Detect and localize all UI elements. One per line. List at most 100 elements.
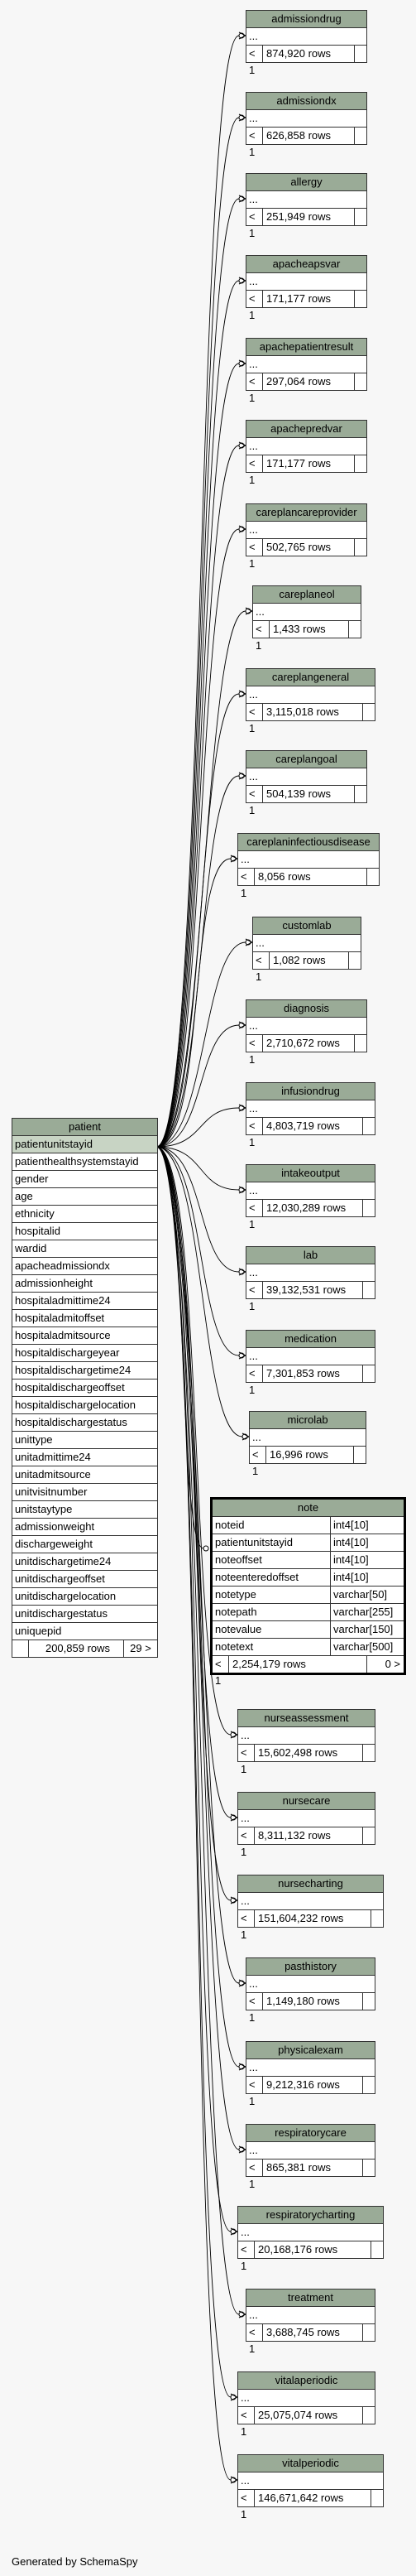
parents-count[interactable]: < 1	[246, 539, 263, 570]
parents-count[interactable]: < 1	[246, 2324, 263, 2355]
table-header: respiratorycharting	[238, 2207, 383, 2224]
column-hospitaladmittime24: hospitaladmittime24	[12, 1293, 157, 1310]
column-unittype: unittype	[12, 1432, 157, 1449]
parents-count[interactable]: < 1	[250, 1447, 266, 1477]
parents-count[interactable]: < 1	[246, 1200, 263, 1230]
collapsed-columns: ...	[238, 851, 379, 869]
parents-count[interactable]: < 1	[246, 1993, 263, 2024]
column-unitadmitsource: unitadmitsource	[12, 1466, 157, 1484]
parents-count[interactable]: < 1	[238, 2407, 255, 2438]
collapsed-columns: ...	[250, 1429, 366, 1447]
row-count: 3,115,018 rows	[263, 704, 363, 720]
parents-count[interactable]: < 1	[246, 455, 263, 486]
row-count: 151,604,232 rows	[255, 1910, 371, 1927]
parents-count[interactable]: < 1	[238, 869, 255, 899]
collapsed-columns: ...	[246, 686, 375, 704]
parents-count[interactable]: < 1	[246, 46, 263, 76]
column-unitdischargestatus: unitdischargestatus	[12, 1606, 157, 1623]
column-hospitaldischargeoffset: hospitaldischargeoffset	[12, 1379, 157, 1397]
children-count[interactable]: 29 >	[130, 1642, 151, 1654]
parents-count[interactable]: < 1	[246, 291, 263, 321]
column-dischargeweight: dischargeweight	[12, 1536, 157, 1553]
parents-count[interactable]: < 1	[246, 1365, 263, 1396]
parents-count[interactable]: < 1	[246, 2160, 263, 2190]
table-header: vitalaperiodic	[238, 2372, 375, 2390]
parents-count[interactable]: < 1	[253, 621, 270, 652]
parents-count[interactable]: < 1	[246, 1118, 263, 1148]
children-count	[355, 46, 366, 62]
parents-count[interactable]: < 1	[238, 2490, 255, 2521]
parents-count[interactable]: < 1	[213, 1656, 229, 1687]
collapsed-columns: ...	[253, 604, 361, 621]
edge-intakeoutput	[155, 1146, 240, 1191]
children-count[interactable]: 0 >	[385, 1658, 400, 1670]
children-count	[355, 373, 366, 390]
parents-count[interactable]: < 1	[246, 704, 263, 734]
column-name: noteid	[213, 1517, 331, 1534]
parents-count[interactable]: < 1	[238, 1827, 255, 1858]
edge-note	[155, 1146, 204, 1549]
column-hospitaldischargelocation: hospitaldischargelocation	[12, 1397, 157, 1414]
row-count: 2,710,672 rows	[263, 1035, 355, 1052]
edge-careplangeneral	[155, 693, 240, 1148]
parents-count[interactable]: < 1	[246, 128, 263, 158]
parents-count[interactable]: < 1	[238, 1910, 255, 1941]
table-header: treatment	[246, 2290, 375, 2307]
column-hospitaladmitoffset: hospitaladmitoffset	[12, 1310, 157, 1327]
children-count	[367, 869, 379, 885]
optional-marker-note	[203, 1545, 209, 1552]
parents-count[interactable]: < 1	[246, 1282, 263, 1312]
row-count: 626,858 rows	[263, 128, 355, 144]
parents-count[interactable]: < 1	[238, 1745, 255, 1775]
column-name: notepath	[213, 1604, 331, 1620]
parents-count[interactable]: < 1	[246, 1035, 263, 1066]
parents-count[interactable]: < 1	[246, 786, 263, 816]
row-count: 200,859 rows	[29, 1640, 124, 1657]
collapsed-columns: ...	[246, 1264, 375, 1282]
row-count: 2,254,179 rows	[229, 1656, 367, 1673]
parents-count[interactable]: < 1	[246, 209, 263, 239]
parents-count[interactable]: < 1	[246, 373, 263, 404]
row-count: 16,996 rows	[266, 1447, 354, 1463]
parents-count[interactable]: < 1	[253, 952, 270, 983]
parents-count[interactable]: < 1	[246, 2077, 263, 2107]
edge-apachepredvar	[155, 445, 240, 1148]
parents-count[interactable]: < 1	[238, 2241, 255, 2272]
